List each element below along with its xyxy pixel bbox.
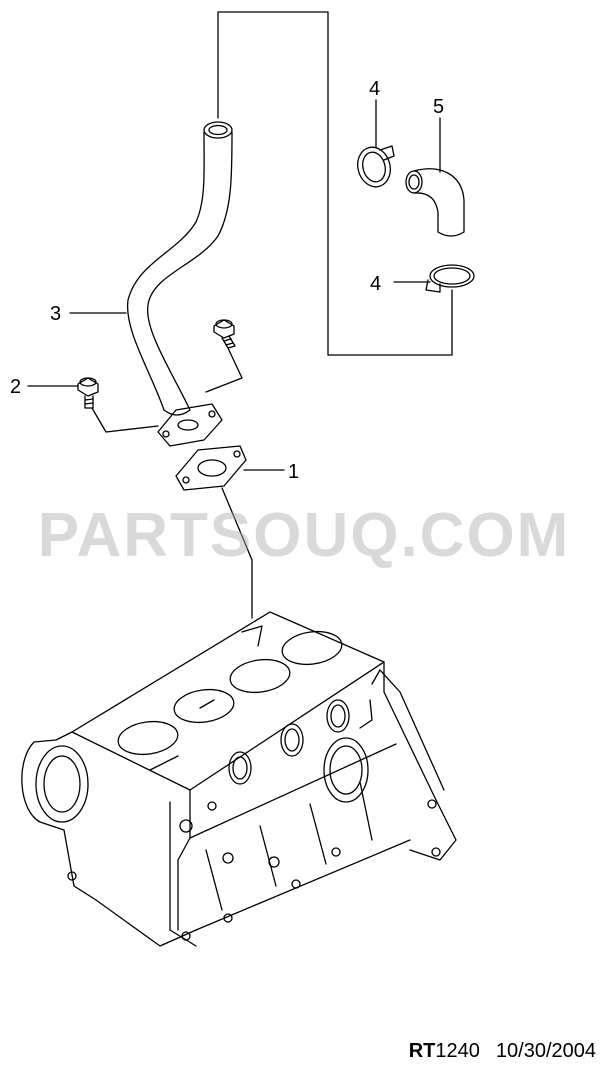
clamp-part-4-upper (357, 145, 395, 188)
callout-4-lower: 4 (370, 273, 381, 295)
callout-1: 1 (288, 461, 299, 483)
callout-3: 3 (50, 303, 61, 325)
diagram-date: 10/30/2004 (495, 1040, 596, 1062)
pipe-flange (157, 403, 223, 447)
gasket-part-1 (175, 445, 247, 491)
callout-2: 2 (10, 376, 21, 398)
connector-line-pipe-to-hose (217, 11, 453, 356)
clamp-part-4-lower (425, 264, 475, 293)
bolt-leader-right (205, 347, 243, 393)
bolt-part-2-right (213, 319, 236, 349)
bolt-part-2-left (77, 377, 99, 409)
callout-5: 5 (433, 96, 444, 118)
diagram-code-number: 1240 (435, 1040, 480, 1062)
callout-4-upper: 4 (369, 78, 380, 100)
bolt-leader-left (91, 407, 159, 433)
diagram-code-prefix: RT (408, 1040, 436, 1062)
engine-block (21, 611, 457, 947)
diagram-footer: RT1240 10/30/2004 (409, 1040, 596, 1063)
pipe-part-3 (126, 121, 233, 416)
hose-part-5 (405, 168, 465, 237)
connector-line-gasket-to-block (221, 487, 253, 619)
